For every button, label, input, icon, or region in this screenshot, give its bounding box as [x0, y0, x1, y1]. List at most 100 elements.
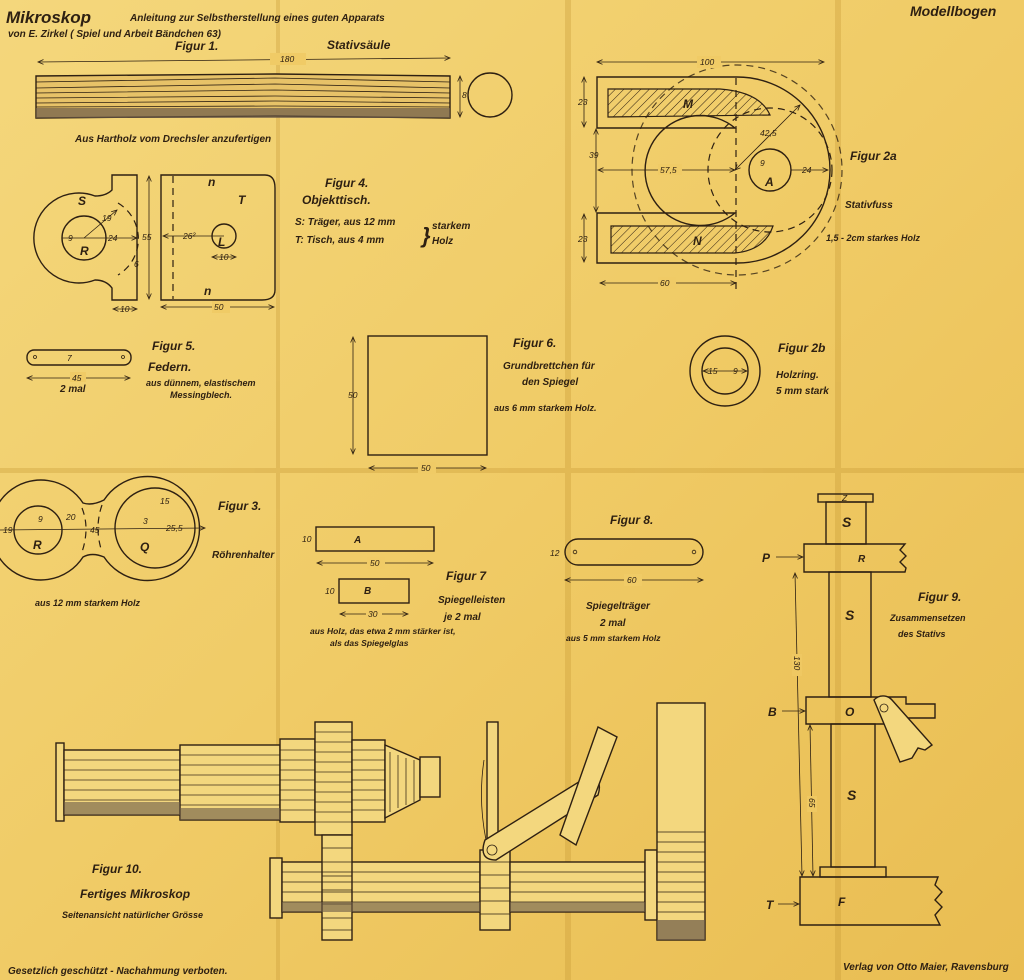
- fig6-label: Figur 6.: [513, 336, 556, 350]
- fig4-brace2: Holz: [432, 236, 453, 247]
- microscope-base-rod: [269, 702, 706, 941]
- figure-6-grundbrettchen: 50 50 Figur 6. Grundbrettchen für den Sp…: [348, 335, 597, 474]
- fig2b-label: Figur 2b: [778, 341, 825, 355]
- fig2a-dim-100: 100: [700, 57, 714, 67]
- fig2a-dim-60: 60: [660, 278, 670, 288]
- fig4-part-s: S: [78, 194, 86, 208]
- fig2a-dim-425: 42,5: [760, 128, 777, 138]
- fig8-dim-h: 12: [550, 548, 560, 558]
- fig4-mark-n-top: n: [208, 175, 215, 189]
- microscope-tube: [55, 721, 441, 836]
- fig4-dim-19: 19: [102, 213, 112, 223]
- rod-cross-section: [467, 72, 513, 118]
- author-line: von E. Zirkel ( Spiel und Arbeit Bändche…: [8, 29, 222, 40]
- fig9-part-r: R: [858, 554, 866, 565]
- fig2a-label: Figur 2a: [850, 149, 897, 163]
- fig4-dim-55: 55: [142, 232, 152, 242]
- figure-9-stativ-assembly: Z S R S O S F P B T 130 65 Figur 9. Zusa…: [762, 493, 966, 926]
- fig4-dim-26: 26²: [182, 231, 196, 241]
- fig4-dim-6: 6: [134, 259, 139, 269]
- fig9-name2: des Stativs: [898, 629, 946, 639]
- fig2a-note: 1,5 - 2cm starkes Holz: [826, 233, 921, 243]
- fig5-note1: aus dünnem, elastischem: [146, 378, 256, 388]
- fig2a-name: Stativfuss: [845, 200, 893, 211]
- fig2a-part-n: N: [693, 234, 702, 248]
- fig8-note: aus 5 mm starkem Holz: [566, 633, 661, 643]
- fig3-note: aus 12 mm starkem Holz: [35, 598, 141, 608]
- fig10-note: Seitenansicht natürlicher Grösse: [62, 910, 203, 920]
- fig3-name: Röhrenhalter: [212, 550, 275, 561]
- fig9-dim-65: 65: [807, 798, 817, 808]
- figure-2b-holzring: 15 9 Figur 2b Holzring. 5 mm stark: [689, 335, 829, 407]
- fig8-dim-w: 60: [627, 575, 637, 585]
- fig2a-dim-23a: 23: [577, 97, 588, 107]
- fig2a-part-m: M: [683, 97, 694, 111]
- mirror-assembly: [481, 721, 618, 861]
- fig3-part-r: R: [33, 538, 42, 552]
- fig4-dim-24: 24: [107, 233, 118, 243]
- fig6-note: aus 6 mm starkem Holz.: [494, 403, 597, 413]
- fig5-note2: Messingblech.: [170, 390, 232, 400]
- series-label: Modellbogen: [910, 3, 996, 19]
- fig2a-dim-23b: 23: [577, 234, 588, 244]
- fig9-part-o: O: [845, 705, 855, 719]
- fig2b-name: Holzring.: [776, 370, 819, 381]
- fig9-part-s-top: S: [842, 514, 852, 530]
- fig5-name: Federn.: [148, 360, 191, 374]
- fig1-dim-diameter: 8: [462, 90, 467, 100]
- fig1-dim-length: 180: [280, 54, 294, 64]
- header: Mikroskop Anleitung zur Selbstherstellun…: [6, 3, 996, 40]
- fig7-label: Figur 7: [446, 569, 487, 583]
- fig7-note1: aus Holz, das etwa 2 mm stärker ist,: [310, 626, 456, 636]
- fig3-dim-255: 25,5: [165, 523, 183, 533]
- fig8-qty: 2 mal: [599, 618, 626, 629]
- fig7-qty: je 2 mal: [442, 612, 481, 623]
- figure-3-roehrenhalter: 19 9 20 45 3 15 25,5 R Q Figur 3. Röhren…: [0, 475, 275, 608]
- fig6-dim-w: 50: [421, 463, 431, 473]
- fig7-dim-b-w: 30: [368, 609, 378, 619]
- fig5-qty: 2 mal: [59, 384, 86, 395]
- fig4-line-s: S: Träger, aus 12 mm: [295, 217, 396, 228]
- fig1-label: Figur 1.: [175, 39, 218, 53]
- figure-1-stativsaeule: Figur 1. Stativsäule 180 8 Aus Hartholz …: [35, 38, 513, 145]
- fig9-arrow-t-label: T: [766, 898, 775, 912]
- fig2a-dim-9: 9: [760, 158, 765, 168]
- fig2a-dim-39: 39: [589, 150, 599, 160]
- sheet-title: Mikroskop: [6, 8, 91, 27]
- fig2a-dim-575: 57,5: [660, 165, 677, 175]
- fig4-dim-50: 50: [214, 302, 224, 312]
- fig9-name1: Zusammensetzen: [889, 613, 966, 623]
- fig3-dim-15: 15: [160, 496, 170, 506]
- fig6-dim-h: 50: [348, 390, 358, 400]
- figure-7-spiegelleisten: A 10 50 B 10 30 Figur 7 Spiegelleisten j…: [302, 526, 505, 648]
- fig9-arrow-p-label: P: [762, 551, 771, 565]
- fig7-dim-a-w: 50: [370, 558, 380, 568]
- fig2b-dim-15: 15: [708, 366, 718, 376]
- fig4-part-r: R: [80, 244, 89, 258]
- fig3-dim-45: 45: [90, 525, 100, 535]
- svg-text:}: }: [420, 223, 431, 248]
- footer-copyright: Gesetzlich geschützt - Nachahmung verbot…: [8, 966, 227, 977]
- fig7-part-a: A: [353, 535, 361, 546]
- fig5-dim-45: 45: [72, 373, 82, 383]
- fig4-name: Objekttisch.: [302, 193, 371, 207]
- fig9-part-z: Z: [841, 493, 848, 503]
- fig4-part-t: T: [238, 193, 247, 207]
- figure-10-microscope: Figur 10. Fertiges Mikroskop Seitenansic…: [55, 702, 706, 941]
- figure-8-spiegeltraeger: 12 60 Figur 8. Spiegelträger 2 mal aus 5…: [550, 513, 703, 643]
- fig10-name: Fertiges Mikroskop: [80, 887, 190, 901]
- fig4-brace1: starkem: [432, 221, 470, 232]
- figure-2a-stativfuss: A M N 9 24 57,5 42,5 100 23 39 23 60 Fig…: [577, 56, 921, 290]
- fig7-name: Spiegelleisten: [438, 595, 505, 606]
- fig7-note2: als das Spiegelglas: [330, 638, 409, 648]
- fig8-label: Figur 8.: [610, 513, 653, 527]
- fig3-dim-9: 9: [38, 514, 43, 524]
- fig10-label: Figur 10.: [92, 862, 142, 876]
- footer: Gesetzlich geschützt - Nachahmung verbot…: [8, 962, 1009, 977]
- fig3-dim-20: 20: [65, 512, 76, 522]
- fig4-dim-10a: 10: [120, 304, 130, 314]
- figure-4-objekttisch: S R 9 24 19 6 55 10 26² L 10 T n n 50 Fi…: [33, 174, 470, 314]
- fig6-name1: Grundbrettchen für: [503, 361, 596, 372]
